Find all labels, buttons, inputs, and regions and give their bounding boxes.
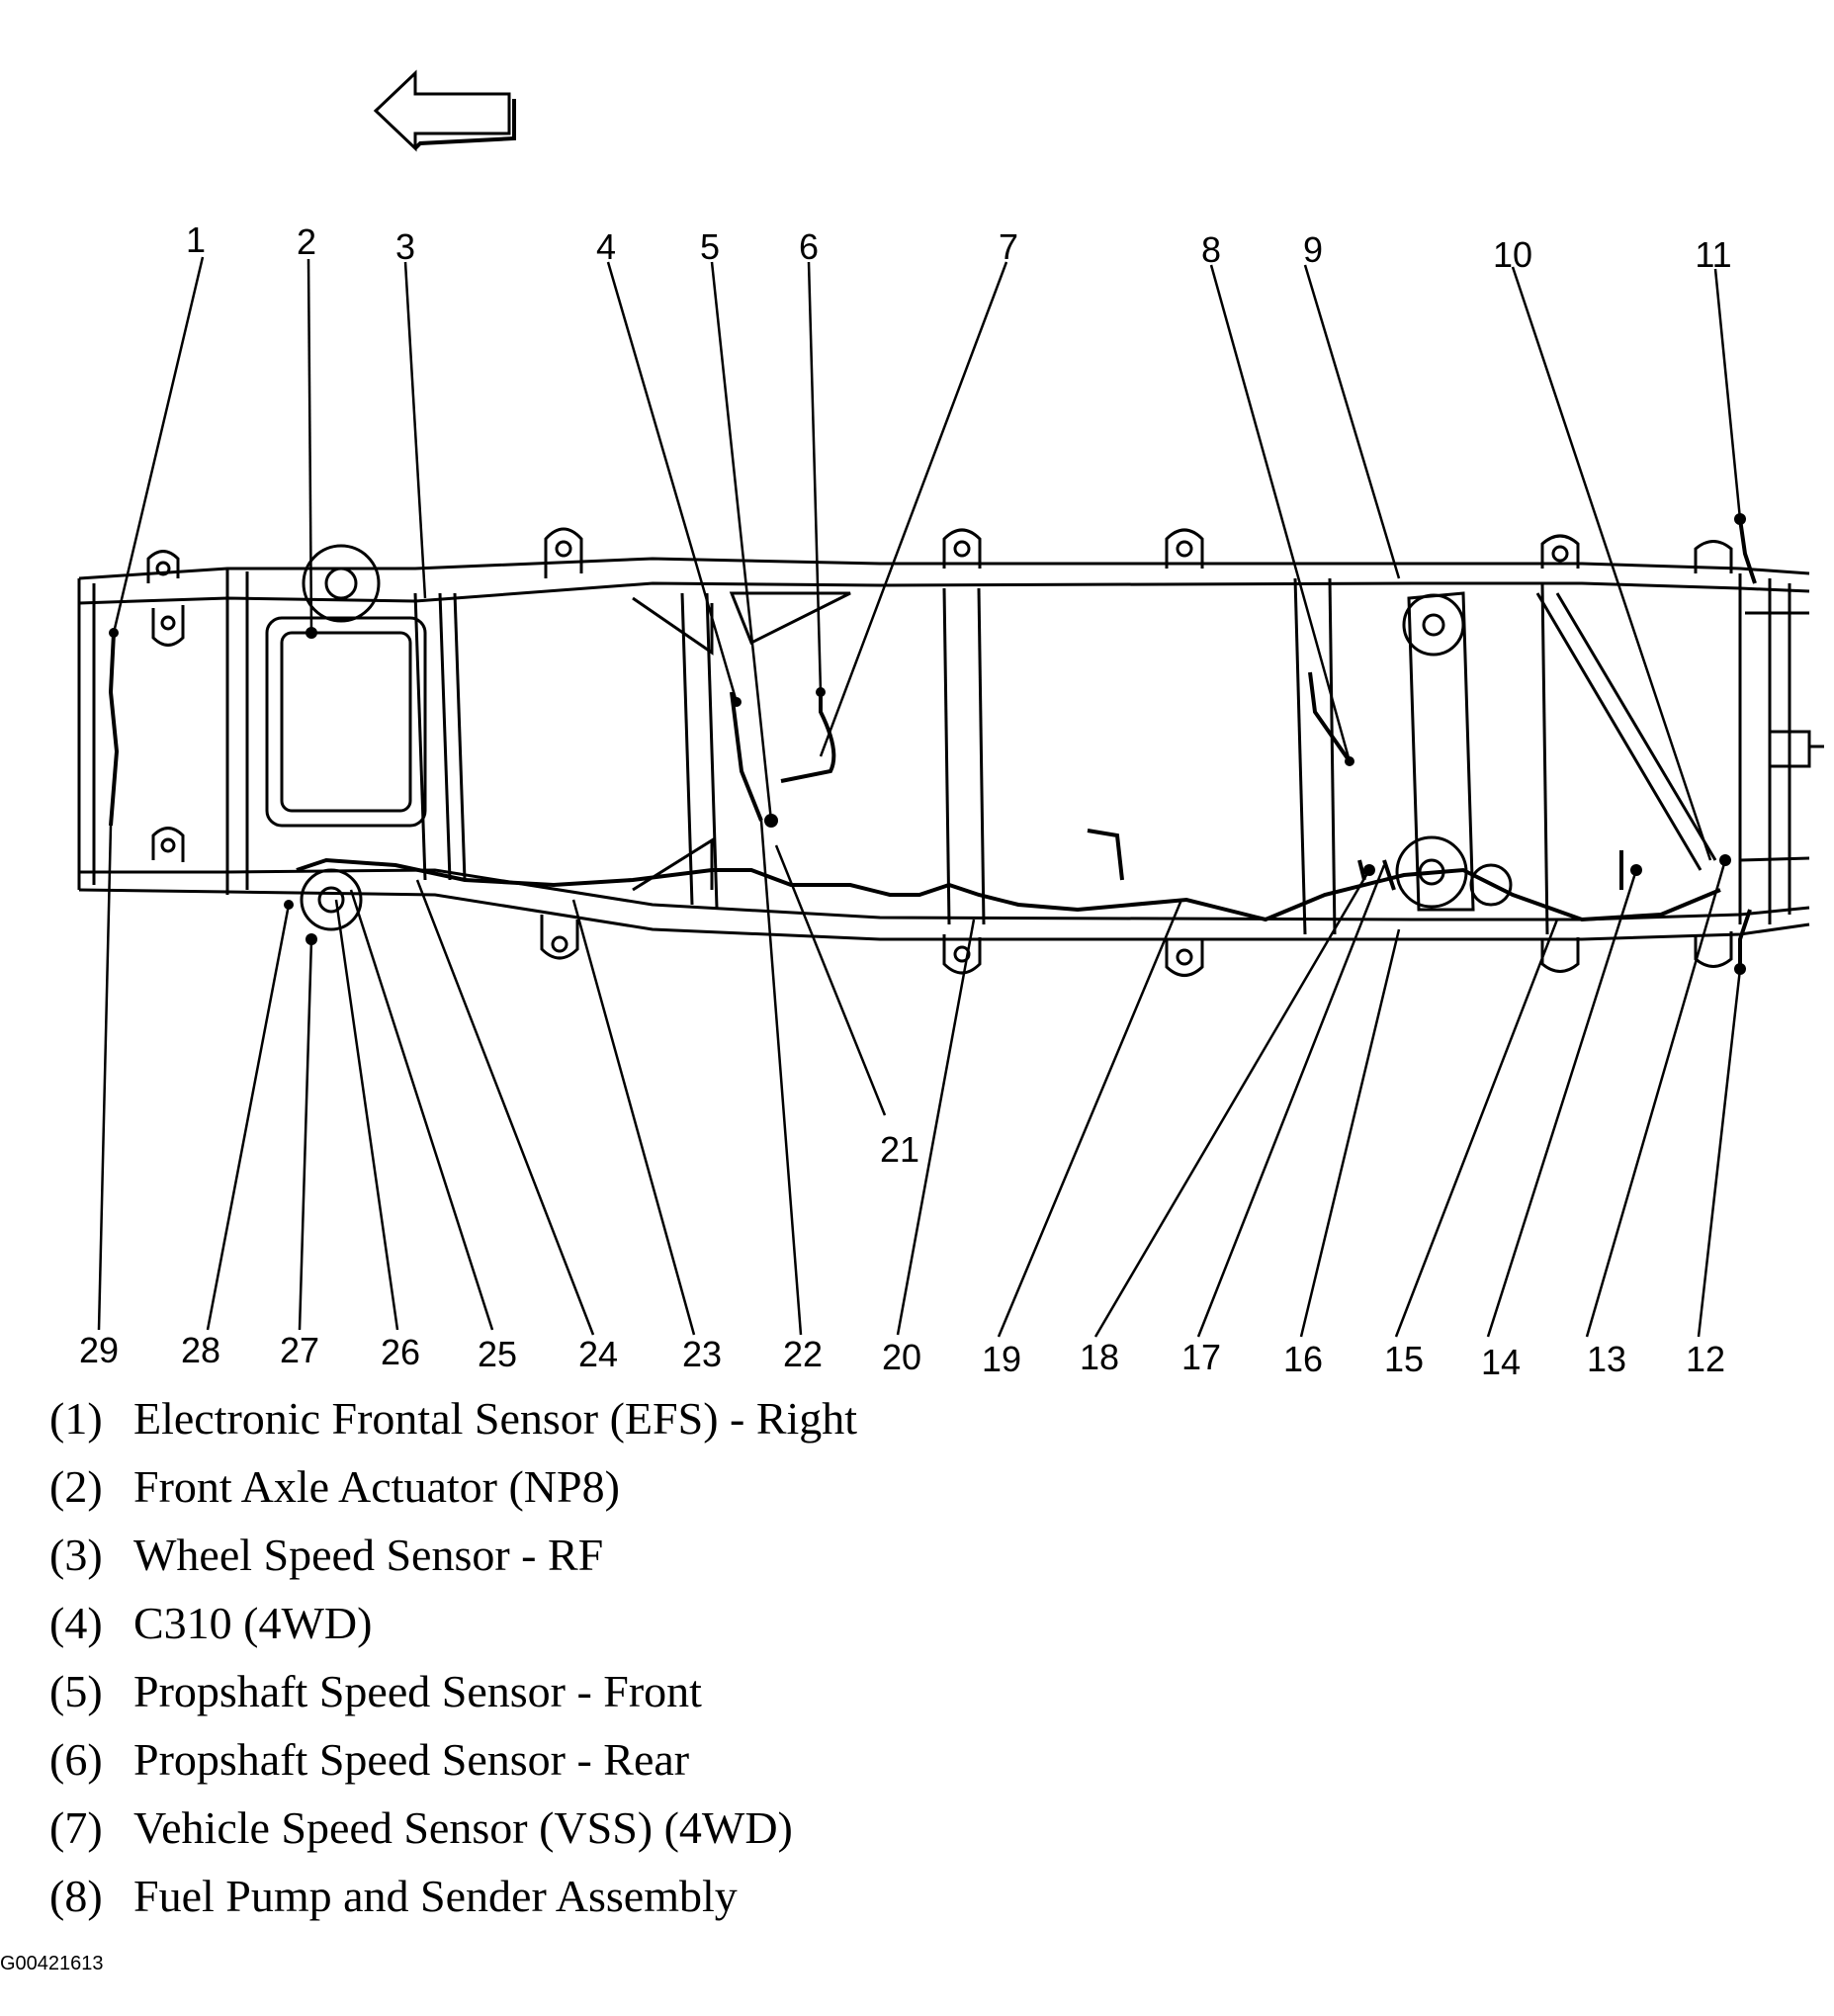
callout-24: 24 [578,1334,618,1374]
callout-6: 6 [799,226,819,267]
callout-9: 9 [1303,229,1323,270]
legend-number: (2) [49,1461,103,1512]
callout-25: 25 [478,1334,517,1374]
legend-label: Electronic Frontal Sensor (EFS) - Right [133,1393,858,1444]
figure-id: G00421613 [0,1953,104,1974]
callout-26: 26 [381,1332,420,1372]
legend-number: (4) [49,1598,103,1648]
wiring-harness [108,518,1757,969]
legend-item: (5) Propshaft Speed Sensor - Front [49,1657,1434,1725]
callout-8: 8 [1201,229,1221,270]
callout-17: 17 [1181,1337,1221,1377]
connector-points [109,513,1746,975]
callout-5: 5 [700,226,720,267]
top-callouts: 1 2 3 4 5 6 7 8 9 10 11 [186,219,1732,275]
legend-number: (6) [49,1734,103,1785]
callout-13: 13 [1587,1339,1626,1379]
callout-21: 21 [880,1129,919,1170]
leader-lines [97,256,1742,1338]
callout-15: 15 [1384,1339,1424,1379]
callout-3: 3 [395,226,415,267]
legend-label: Vehicle Speed Sensor (VSS) (4WD) [133,1802,793,1853]
legend-item: (6) Propshaft Speed Sensor - Rear [49,1725,1434,1794]
legend-number: (7) [49,1802,103,1853]
legend-item: (7) Vehicle Speed Sensor (VSS) (4WD) [49,1794,1434,1862]
frame-harness-diagram: 1 2 3 4 5 6 7 8 9 10 11 21 29 28 27 26 2… [77,69,1824,1382]
callout-7: 7 [999,226,1018,267]
callout-14: 14 [1481,1342,1521,1382]
callout-1: 1 [186,219,206,260]
legend-item: (8) Fuel Pump and Sender Assembly [49,1862,1434,1930]
legend-item: (3) Wheel Speed Sensor - RF [49,1521,1434,1589]
callout-18: 18 [1080,1337,1119,1377]
legend-label: Propshaft Speed Sensor - Front [133,1666,702,1716]
legend-label: Fuel Pump and Sender Assembly [133,1871,738,1921]
callout-4: 4 [596,226,616,267]
legend-label: Wheel Speed Sensor - RF [133,1530,604,1580]
legend-number: (1) [49,1393,103,1444]
callout-23: 23 [682,1334,722,1374]
legend-label: Front Axle Actuator (NP8) [133,1461,620,1512]
callout-2: 2 [297,221,316,262]
callout-22: 22 [783,1334,823,1374]
callout-10: 10 [1493,234,1532,275]
callout-27: 27 [280,1330,319,1370]
arrow-left-icon [373,69,516,152]
legend-number: (5) [49,1666,103,1716]
bottom-callouts: 29 28 27 26 25 24 23 22 20 19 18 17 16 1… [79,1330,1725,1382]
legend-number: (8) [49,1871,103,1921]
callout-20: 20 [882,1337,921,1377]
callout-28: 28 [181,1330,220,1370]
component-legend: (1) Electronic Frontal Sensor (EFS) - Rig… [49,1384,1434,1930]
legend-number: (3) [49,1530,103,1580]
legend-item: (4) C310 (4WD) [49,1589,1434,1657]
callout-19: 19 [982,1339,1021,1379]
callout-11: 11 [1695,234,1731,275]
legend-label: C310 (4WD) [133,1598,373,1648]
vehicle-frame [77,527,1824,977]
legend-item: (2) Front Axle Actuator (NP8) [49,1452,1434,1521]
legend-label: Propshaft Speed Sensor - Rear [133,1734,690,1785]
callout-16: 16 [1283,1339,1323,1379]
callout-29: 29 [79,1330,119,1370]
legend-item: (1) Electronic Frontal Sensor (EFS) - Rig… [49,1384,1434,1452]
callout-12: 12 [1686,1339,1725,1379]
